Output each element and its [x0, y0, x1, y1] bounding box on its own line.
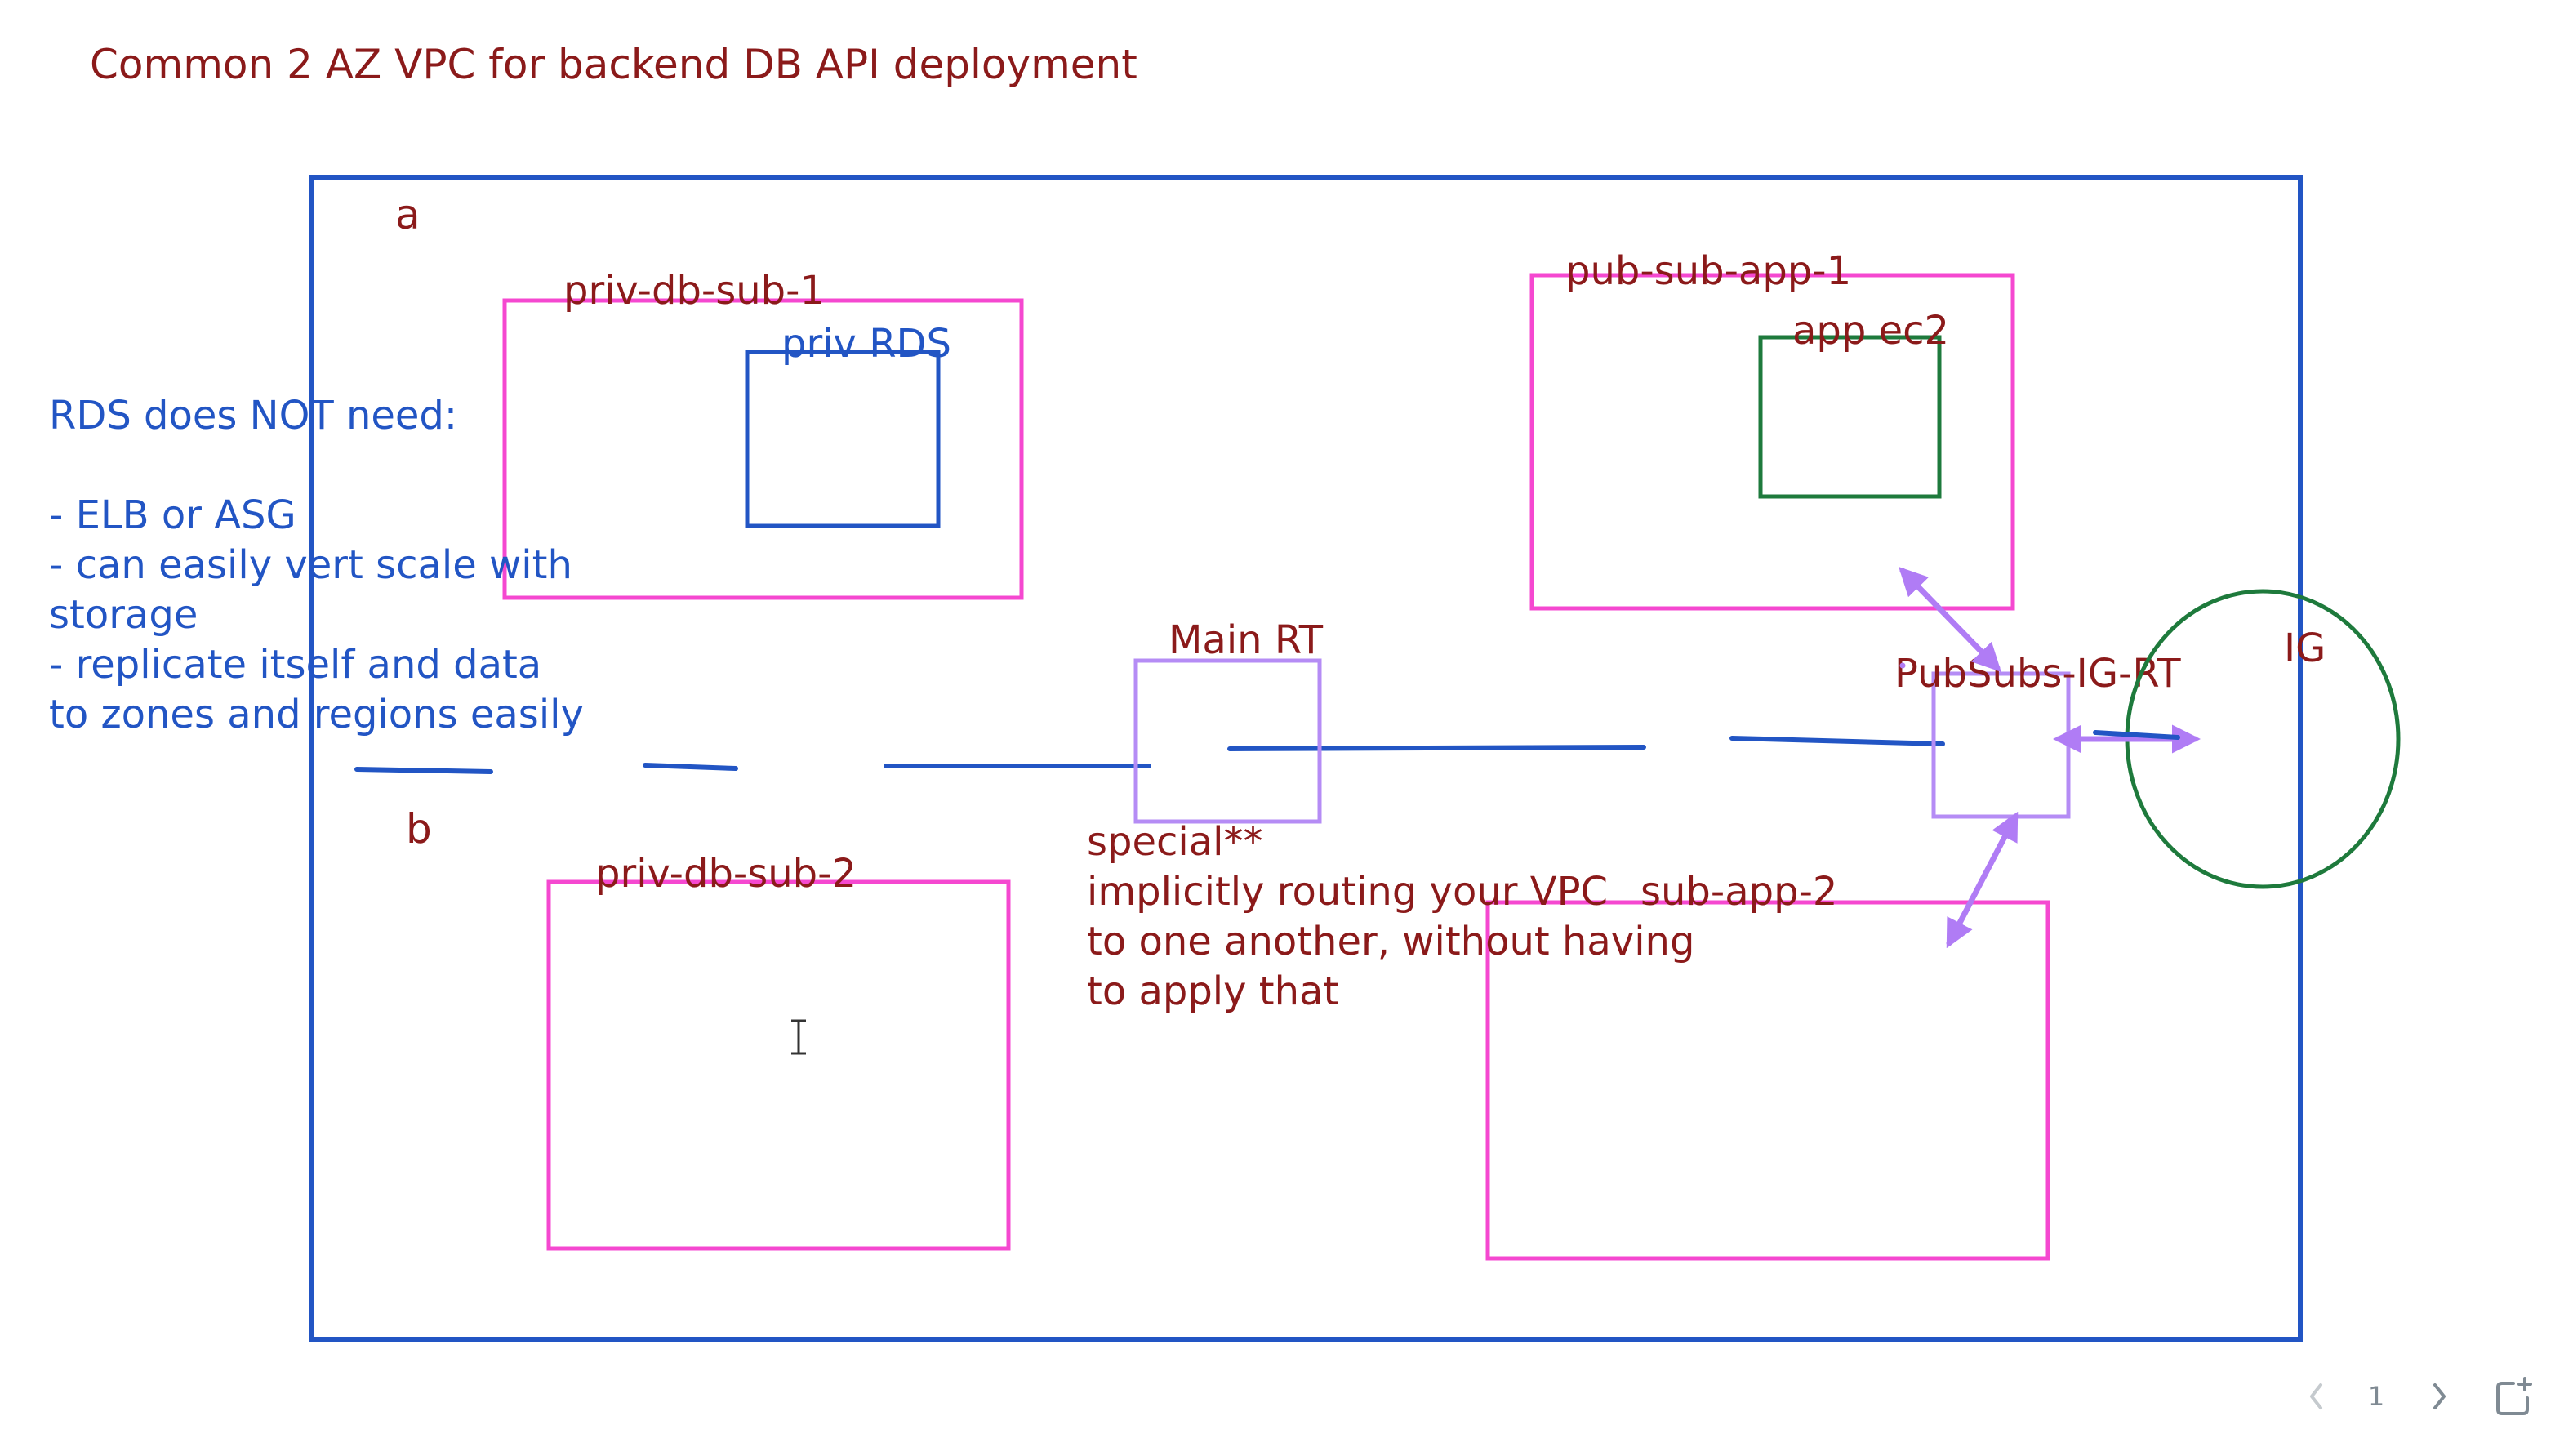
special-note-line-4: to apply that — [1087, 968, 1338, 1014]
rds-note-line-6: - replicate itself and data — [49, 642, 541, 688]
ig-link-stroke — [2093, 730, 2180, 740]
app-ec2-box — [1758, 335, 1942, 499]
pub-app-subnet-1-label: pub-sub-app-1 — [1565, 248, 1851, 294]
routing-arrows — [1899, 566, 2201, 949]
app-ec2-label: app ec2 — [1792, 308, 1949, 354]
text-cursor-icon — [791, 1019, 806, 1055]
main-route-table-box — [1133, 658, 1322, 824]
rds-note: RDS does NOT need: - ELB or ASG - can ea… — [49, 393, 585, 737]
rds-note-line-3: - ELB or ASG — [49, 492, 296, 538]
arrow-ig-rt-to-pub-app-1 — [1899, 566, 2001, 673]
rds-note-line-1: RDS does NOT need: — [49, 393, 457, 439]
special-note-line-3: to one another, without having — [1087, 919, 1694, 964]
priv-rds-label: priv RDS — [781, 321, 951, 367]
zone-a-label: a — [395, 191, 421, 238]
priv-rds-box — [745, 350, 941, 528]
pager-page-number: 1 — [2368, 1381, 2384, 1412]
priv-db-subnet-2 — [546, 879, 1011, 1251]
pub-app-subnet-2 — [1485, 900, 2050, 1261]
zone-b-label: b — [406, 805, 432, 853]
arrow-ig-rt-to-pub-app-2 — [1946, 811, 2019, 949]
rds-note-line-4: - can easily vert scale with — [49, 542, 572, 588]
rds-note-line-5: storage — [49, 592, 198, 638]
special-note-line-1: special** — [1087, 819, 1262, 865]
priv-db-subnet-1 — [502, 298, 1024, 600]
pager: 1 — [2310, 1377, 2532, 1415]
pub-app-subnet-1 — [1529, 273, 2015, 611]
rds-note-line-7: to zones and regions easily — [49, 692, 584, 737]
priv-db-subnet-1-label: priv-db-sub-1 — [563, 268, 825, 314]
pub-app-subnet-2-label: sub-app-2 — [1640, 869, 1837, 915]
special-note-line-2: implicitly routing your VPC — [1087, 869, 1608, 915]
pager-next-icon[interactable] — [2433, 1383, 2446, 1409]
internet-gateway-label: IG — [2284, 626, 2326, 671]
az-divider — [354, 736, 1945, 774]
priv-db-subnet-2-label: priv-db-sub-2 — [595, 851, 857, 897]
page-title: Common 2 AZ VPC for backend DB API deplo… — [90, 41, 1137, 88]
vpc-boundary — [309, 175, 2303, 1342]
main-route-table-label: Main RT — [1169, 617, 1324, 663]
special-note: special** implicitly routing your VPC to… — [1087, 819, 1707, 1014]
pager-prev-icon[interactable] — [2310, 1383, 2322, 1409]
pubsubs-ig-route-table-label: PubSubs-IG-RT — [1894, 651, 2181, 697]
new-page-icon[interactable] — [2496, 1377, 2532, 1415]
